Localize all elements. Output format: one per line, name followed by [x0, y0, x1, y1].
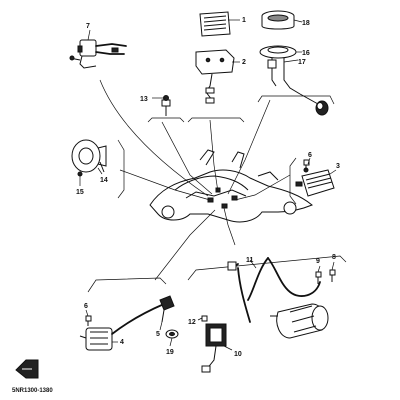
fuel-sender-16 [259, 45, 319, 105]
fuel-float [315, 100, 329, 116]
drawing-code: 5NR1300-1380 [12, 388, 53, 394]
number-leaders [79, 19, 337, 351]
callout-15: 15 [76, 189, 84, 196]
bolt-6b [303, 159, 310, 170]
bolt-6a [85, 315, 92, 326]
callout-7: 7 [86, 23, 90, 30]
callout-17: 17 [298, 59, 306, 66]
callout-6b: 6 [308, 152, 312, 159]
screw-12 [201, 315, 208, 322]
horn-14 [71, 139, 107, 177]
callout-18: 18 [302, 20, 310, 27]
cdi-unit-1 [199, 11, 231, 37]
group-brackets [87, 95, 347, 293]
callout-2: 2 [242, 59, 246, 66]
cdi-bracket-2 [195, 49, 235, 104]
neutral-switch-13 [161, 95, 171, 116]
callout-3: 3 [336, 163, 340, 170]
group-leader-lines [99, 79, 291, 281]
callout-13: 13 [140, 96, 148, 103]
starter-wiring-11 [227, 257, 321, 323]
bolts-8-9 [315, 269, 336, 284]
callout-9: 9 [316, 258, 320, 265]
fuel-cap-18 [261, 10, 295, 30]
callout-5: 5 [156, 331, 160, 338]
callout-8: 8 [332, 254, 336, 261]
callout-1: 1 [242, 17, 246, 24]
callout-12: 12 [188, 319, 196, 326]
motorcycle-outline [149, 149, 313, 223]
callout-14: 14 [100, 177, 108, 184]
callout-numbers: 1 2 3 4 5 6 6 7 8 9 10 11 12 13 14 15 16… [76, 17, 340, 358]
callout-4: 4 [120, 339, 124, 346]
callout-6a: 6 [84, 303, 88, 310]
callout-11: 11 [246, 257, 254, 264]
callout-16: 16 [302, 50, 310, 57]
grommet-19 [165, 329, 179, 339]
flasher-relay-10 [201, 323, 227, 373]
front-arrow-icon [15, 359, 39, 379]
callout-10: 10 [234, 351, 242, 358]
ignition-coil-4 [79, 303, 165, 351]
starter-motor [270, 303, 329, 339]
rectifier-regulator-3 [295, 167, 335, 197]
relay-assembly-7 [69, 39, 127, 69]
plug-cap-5 [159, 295, 175, 323]
callout-19: 19 [166, 349, 174, 356]
